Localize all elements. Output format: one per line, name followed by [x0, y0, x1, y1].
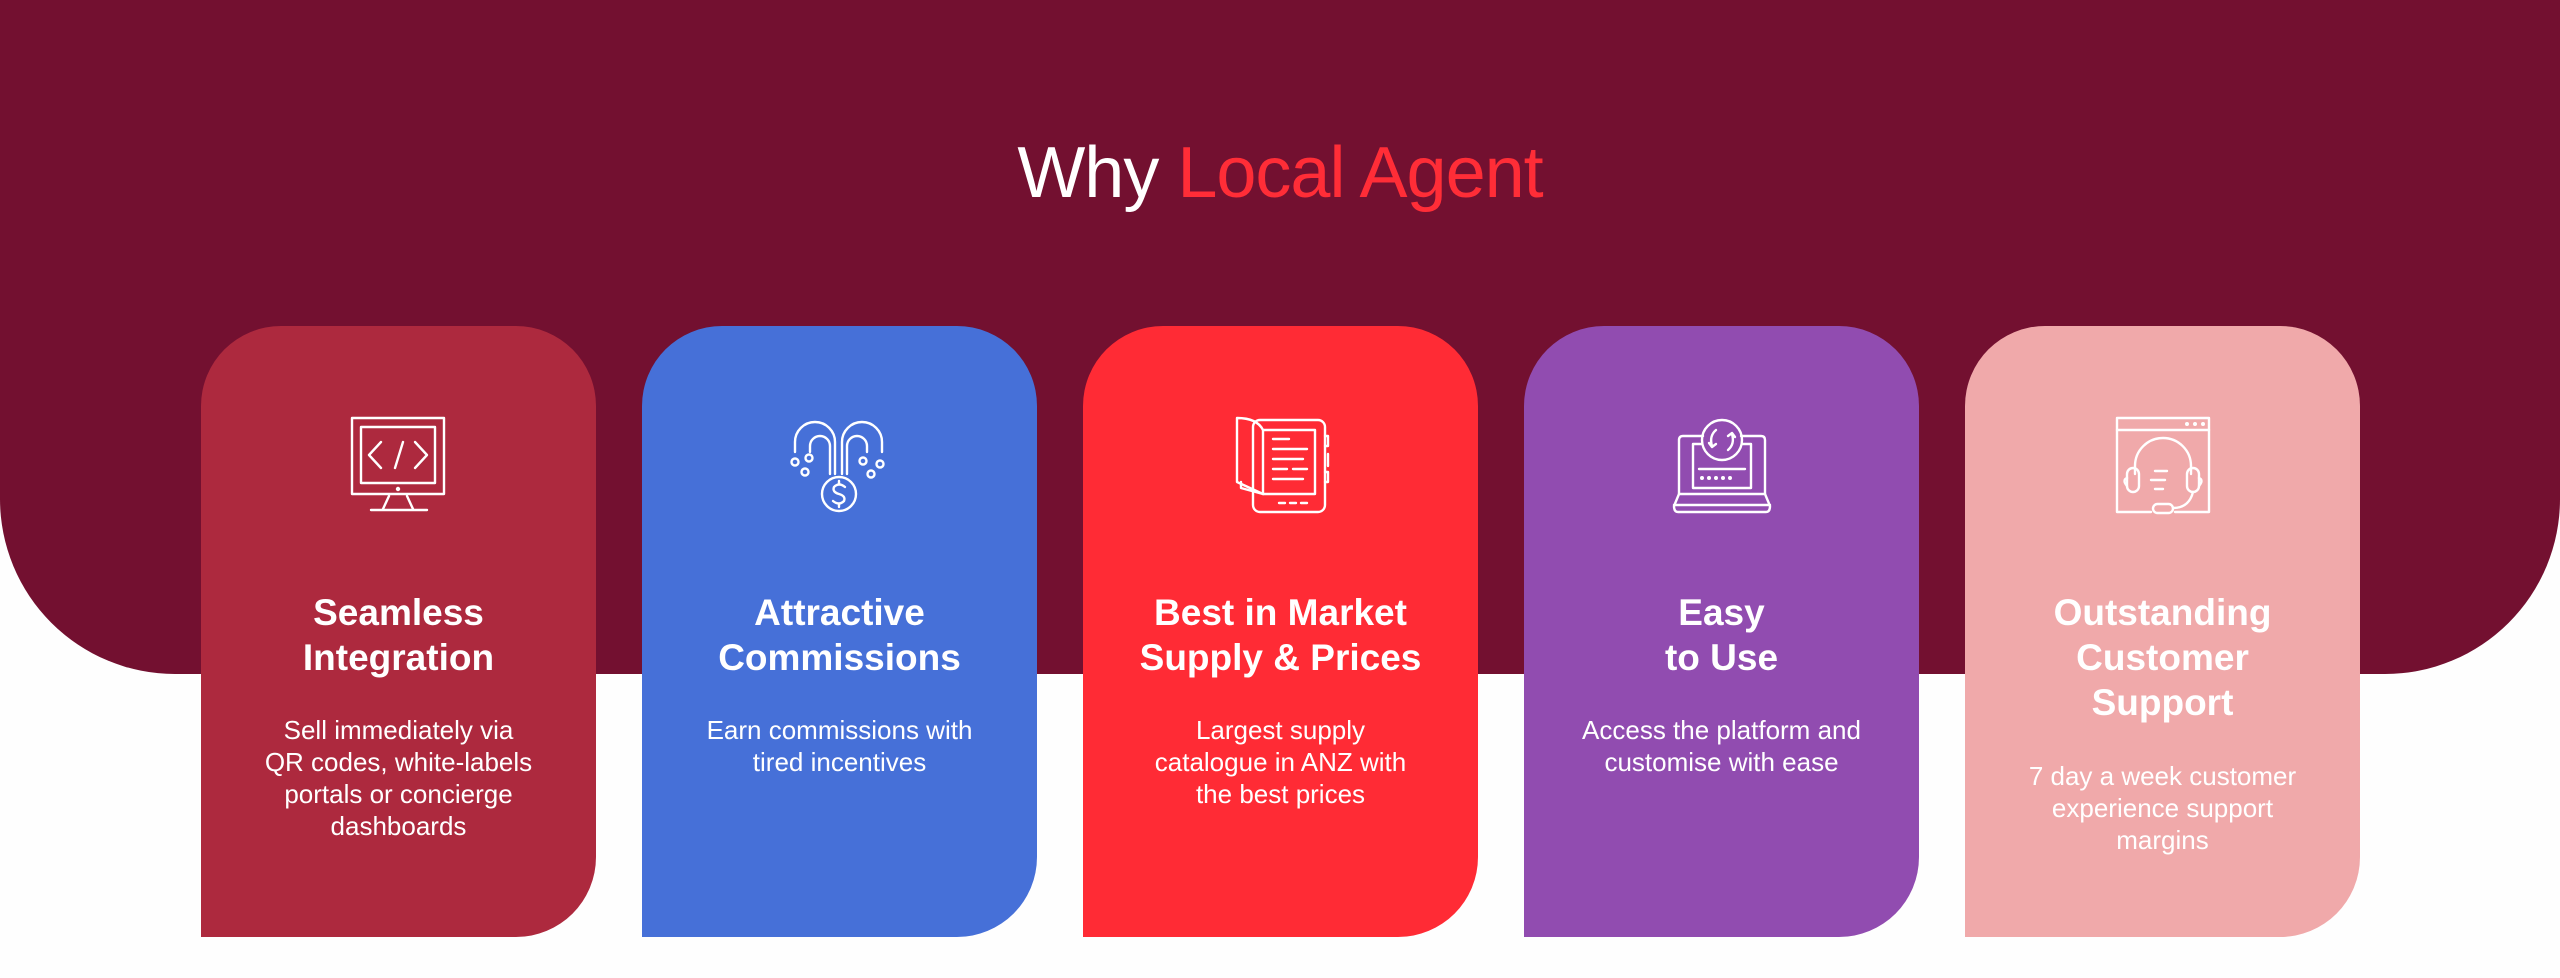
- feature-card-seamless-integration: Seamless Integration Sell immediately vi…: [201, 326, 596, 937]
- card-description: Access the platform and customise with e…: [1582, 715, 1861, 777]
- card-heading: Outstanding Customer Support: [2053, 592, 2272, 723]
- card-heading: Seamless Integration: [302, 592, 495, 678]
- page-title: Why Local Agent: [0, 128, 2560, 218]
- card-heading: Attractive Commissions: [718, 592, 961, 678]
- feature-card-attractive-commissions: Attractive Commissions Earn commissions …: [642, 326, 1037, 937]
- card-heading: Easy to Use: [1664, 592, 1779, 678]
- feature-card-customer-support: Outstanding Customer Support 7 day a wee…: [1965, 326, 2360, 937]
- card-description: Earn commissions with tired incentives: [706, 715, 973, 777]
- card-heading: Best in Market Supply & Prices: [1139, 592, 1422, 678]
- card-description: Sell immediately via QR codes, white-lab…: [264, 715, 533, 841]
- feature-card-best-in-market: Best in Market Supply & Prices Largest s…: [1083, 326, 1478, 937]
- fountain-dollar-icon: [789, 416, 890, 516]
- headset-support-icon: [2113, 416, 2213, 516]
- catalogue-tablet-icon: [1231, 416, 1331, 516]
- title-part-local-agent: Local Agent: [1177, 133, 1543, 213]
- title-part-why: Why: [1017, 133, 1159, 213]
- card-description: Largest supply catalogue in ANZ with the…: [1154, 715, 1407, 809]
- card-description: 7 day a week customer experience support…: [2028, 761, 2297, 855]
- monitor-code-icon: [349, 416, 449, 516]
- laptop-sync-icon: [1672, 416, 1772, 516]
- feature-card-easy-to-use: Easy to Use Access the platform and cust…: [1524, 326, 1919, 937]
